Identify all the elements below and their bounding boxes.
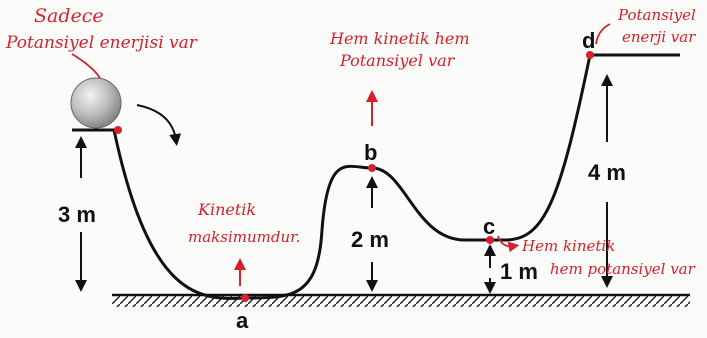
height-c-label: 1 m — [500, 259, 538, 284]
point-b-label: b — [364, 140, 377, 165]
point-c-dot — [486, 236, 494, 244]
height-start-label: 3 m — [58, 202, 96, 227]
annotation-start-line2: Potansiyel enerjisi var — [5, 33, 198, 53]
start-point-dot — [114, 126, 122, 134]
point-a-dot — [241, 294, 249, 302]
motion-arrow — [136, 104, 182, 146]
point-d-label: d — [582, 28, 595, 53]
point-a-label: a — [236, 308, 249, 333]
track-curve — [72, 53, 680, 300]
point-b-dot — [368, 164, 376, 172]
point-d-dot — [586, 51, 594, 59]
annotation-a-line2: maksimumdur. — [188, 228, 300, 246]
point-c-label: c — [483, 214, 495, 239]
annotation-start-pointer — [71, 53, 101, 79]
annotation-c-line2: hem potansiyel var — [550, 260, 696, 278]
height-d-label: 4 m — [588, 160, 626, 185]
annotation-d-line1: Potansiyel — [617, 6, 696, 24]
annotation-d-line2: enerji var — [622, 28, 696, 46]
height-b-label: 2 m — [351, 227, 389, 252]
annotation-c-line1: Hem kinetik — [521, 237, 615, 255]
annotation-b-line1: Hem kinetik hem — [329, 29, 470, 48]
annotation-a-line1: Kinetik — [197, 200, 256, 219]
annotation-b-line2: Potansiyel var — [339, 51, 456, 70]
annotation-start-line1: Sadece — [34, 5, 104, 27]
annotation-c-pointer — [497, 235, 520, 253]
annotation-d-pointer — [595, 23, 611, 45]
ground-hatch — [112, 295, 690, 307]
ball — [70, 77, 122, 129]
